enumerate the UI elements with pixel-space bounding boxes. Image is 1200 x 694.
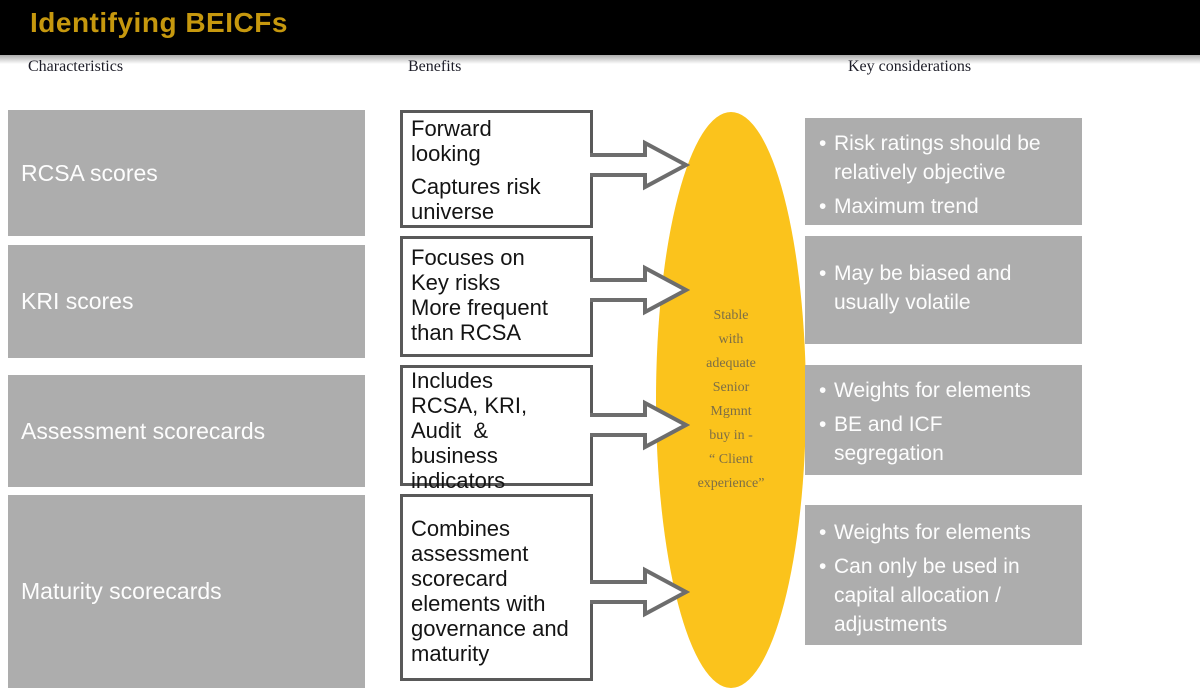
benefit-text: Forward looking <box>411 116 492 166</box>
benefit-text: Focuses on Key risks More frequent than … <box>411 245 548 345</box>
benefit-box-assessment: Includes RCSA, KRI, Audit & business ind… <box>400 365 593 493</box>
title-bar: Identifying BEICFs <box>0 0 1200 64</box>
consideration-item: Weights for elements <box>819 518 1076 547</box>
consideration-list: Weights for elements BE and ICF segregat… <box>819 376 1076 468</box>
page-title: Identifying BEICFs <box>30 7 288 38</box>
consideration-item: May be biased and usually volatile <box>819 259 1011 317</box>
benefit-text: Combines assessment scorecard elements w… <box>411 516 569 666</box>
consideration-box-kri: May be biased and usually volatile <box>805 236 1082 344</box>
right-arrow-icon <box>590 139 690 191</box>
benefit-box-rcsa: Forward looking Captures risk universe <box>400 110 593 228</box>
characteristic-label: Assessment scorecards <box>21 417 266 444</box>
benefit-box-maturity: Combines assessment scorecard elements w… <box>400 494 593 681</box>
consideration-box-rcsa: Risk ratings should be relatively object… <box>805 118 1082 225</box>
consideration-item: BE and ICF segregation <box>819 410 1076 468</box>
characteristic-box-assessment-scorecards: Assessment scorecards <box>8 375 365 487</box>
consideration-list: May be biased and usually volatile <box>819 259 1011 322</box>
right-arrow-icon <box>590 566 690 618</box>
characteristic-label: RCSA scores <box>21 159 158 186</box>
consideration-item: Can only be used in capital allocation /… <box>819 552 1076 639</box>
benefit-box-kri: Focuses on Key risks More frequent than … <box>400 236 593 357</box>
goal-ellipse-text: Stable with adequate Senior Mgmnt buy in… <box>697 308 765 491</box>
column-header-key-considerations: Key considerations <box>848 58 972 75</box>
consideration-item: Risk ratings should be relatively object… <box>819 129 1076 187</box>
characteristic-label: Maturity scorecards <box>21 578 222 604</box>
characteristic-box-rcsa-scores: RCSA scores <box>8 110 365 236</box>
column-header-benefits: Benefits <box>408 58 462 75</box>
column-header-characteristics: Characteristics <box>28 58 124 75</box>
right-arrow-icon <box>590 264 690 316</box>
consideration-item: Weights for elements <box>819 376 1076 405</box>
right-arrow-icon <box>590 399 690 451</box>
benefit-text: Captures risk universe <box>411 174 541 224</box>
consideration-box-maturity: Weights for elements Can only be used in… <box>805 505 1082 645</box>
consideration-box-assessment: Weights for elements BE and ICF segregat… <box>805 365 1082 475</box>
consideration-list: Risk ratings should be relatively object… <box>819 129 1076 221</box>
benefit-text: Includes RCSA, KRI, Audit & business ind… <box>411 368 528 493</box>
consideration-list: Weights for elements Can only be used in… <box>819 518 1076 639</box>
characteristic-box-maturity-scorecards: Maturity scorecards <box>8 495 365 688</box>
consideration-item: Maximum trend <box>819 192 1076 221</box>
characteristic-box-kri-scores: KRI scores <box>8 245 365 358</box>
characteristic-label: KRI scores <box>21 288 134 314</box>
